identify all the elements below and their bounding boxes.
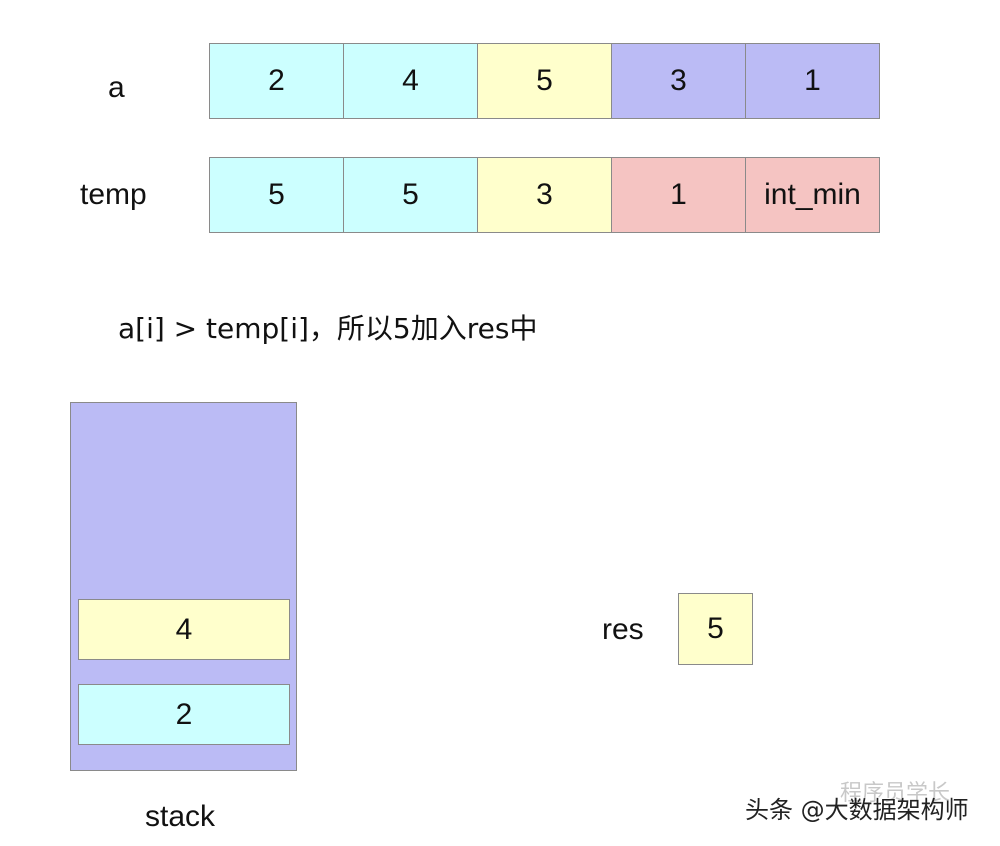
res-value-box: 5 [678, 593, 753, 665]
array-temp: 5 5 3 1 int_min [209, 157, 880, 233]
array-temp-cell: 3 [478, 158, 612, 232]
watermark: 头条 @大数据架构师 [745, 796, 969, 824]
array-a-cell: 1 [746, 44, 880, 118]
array-a-cell: 2 [210, 44, 344, 118]
array-a-label: a [108, 71, 125, 104]
res-label: res [602, 613, 644, 646]
array-temp-cell: 5 [344, 158, 478, 232]
array-temp-cell: 1 [612, 158, 746, 232]
stack-item: 2 [78, 684, 290, 745]
stack-item: 4 [78, 599, 290, 660]
array-temp-cell: int_min [746, 158, 880, 232]
array-a: 2 4 5 3 1 [209, 43, 880, 119]
array-a-cell: 3 [612, 44, 746, 118]
array-a-cell: 5 [478, 44, 612, 118]
stack-label: stack [145, 800, 216, 833]
stack-container: 4 2 [70, 402, 297, 771]
array-a-cell: 4 [344, 44, 478, 118]
array-temp-cell: 5 [210, 158, 344, 232]
array-temp-label: temp [80, 178, 147, 211]
watermark-faint: 程序员学长 [840, 781, 951, 806]
step-caption: a[i] > temp[i]，所以5加入res中 [118, 312, 538, 345]
